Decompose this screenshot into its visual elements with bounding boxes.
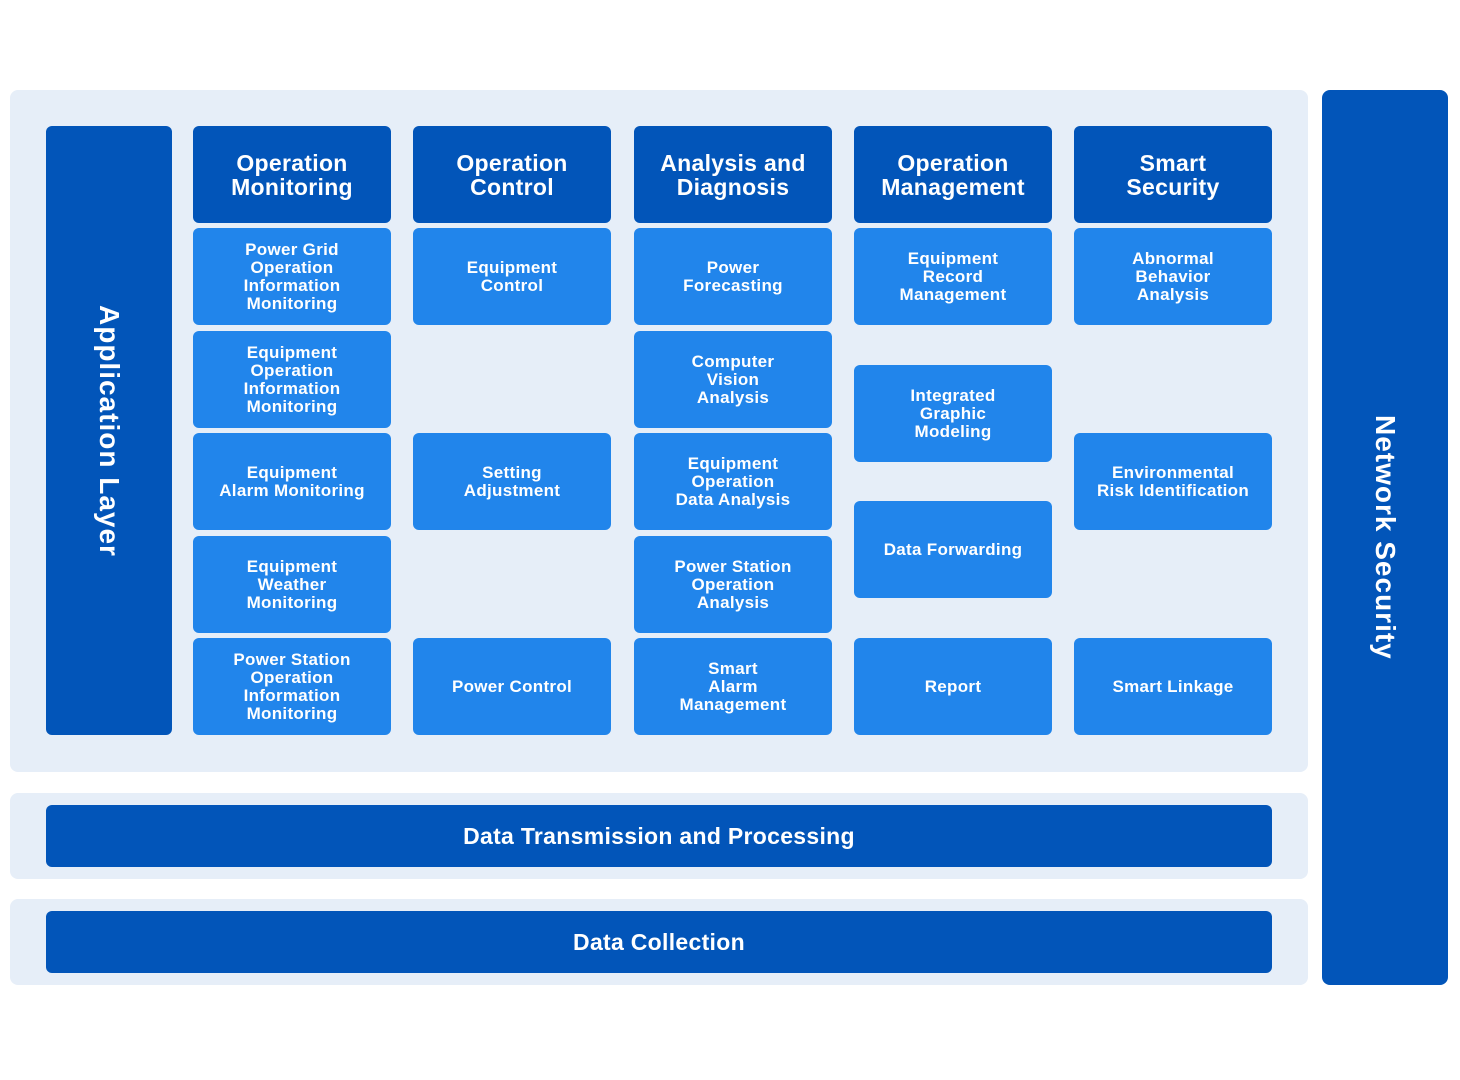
module-card: Equipment Operation Data Analysis	[634, 433, 832, 530]
column-operation-management: Operation Management Equipment Record Ma…	[854, 126, 1052, 735]
module-card: Environmental Risk Identification	[1074, 433, 1272, 530]
module-card: Computer Vision Analysis	[634, 331, 832, 428]
module-card: Integrated Graphic Modeling	[854, 365, 1052, 462]
module-card: Equipment Alarm Monitoring	[193, 433, 391, 530]
module-card: Smart Alarm Management	[634, 638, 832, 735]
module-card: Data Forwarding	[854, 501, 1052, 598]
application-layer-block: Application Layer	[46, 126, 172, 735]
module-card: Report	[854, 638, 1052, 735]
module-card: Power Grid Operation Information Monitor…	[193, 228, 391, 325]
column-header: Operation Management	[854, 126, 1052, 223]
column-operation-monitoring: Operation Monitoring Power Grid Operatio…	[193, 126, 391, 735]
column-header: Smart Security	[1074, 126, 1272, 223]
module-card: Equipment Record Management	[854, 228, 1052, 325]
network-security-label: Network Security	[1370, 415, 1401, 660]
module-card: Smart Linkage	[1074, 638, 1272, 735]
module-card: Equipment Control	[413, 228, 611, 325]
column-header: Operation Control	[413, 126, 611, 223]
module-card: Power Station Operation Information Moni…	[193, 638, 391, 735]
module-card: Abnormal Behavior Analysis	[1074, 228, 1272, 325]
data-transmission-bar: Data Transmission and Processing	[46, 805, 1272, 867]
data-transmission-label: Data Transmission and Processing	[463, 822, 855, 849]
column-analysis-diagnosis: Analysis and Diagnosis Power Forecasting…	[634, 126, 832, 735]
module-card: Equipment Weather Monitoring	[193, 536, 391, 633]
module-card: Equipment Operation Information Monitori…	[193, 331, 391, 428]
column-header: Analysis and Diagnosis	[634, 126, 832, 223]
application-layer-label: Application Layer	[94, 304, 125, 557]
data-collection-label: Data Collection	[573, 928, 745, 955]
column-operation-control: Operation Control Equipment Control Sett…	[413, 126, 611, 735]
column-header: Operation Monitoring	[193, 126, 391, 223]
data-collection-bar: Data Collection	[46, 911, 1272, 973]
module-card: Power Station Operation Analysis	[634, 536, 832, 633]
module-card: Power Forecasting	[634, 228, 832, 325]
network-security-block: Network Security	[1322, 90, 1448, 985]
module-card: Setting Adjustment	[413, 433, 611, 530]
column-smart-security: Smart Security Abnormal Behavior Analysi…	[1074, 126, 1272, 735]
module-card: Power Control	[413, 638, 611, 735]
